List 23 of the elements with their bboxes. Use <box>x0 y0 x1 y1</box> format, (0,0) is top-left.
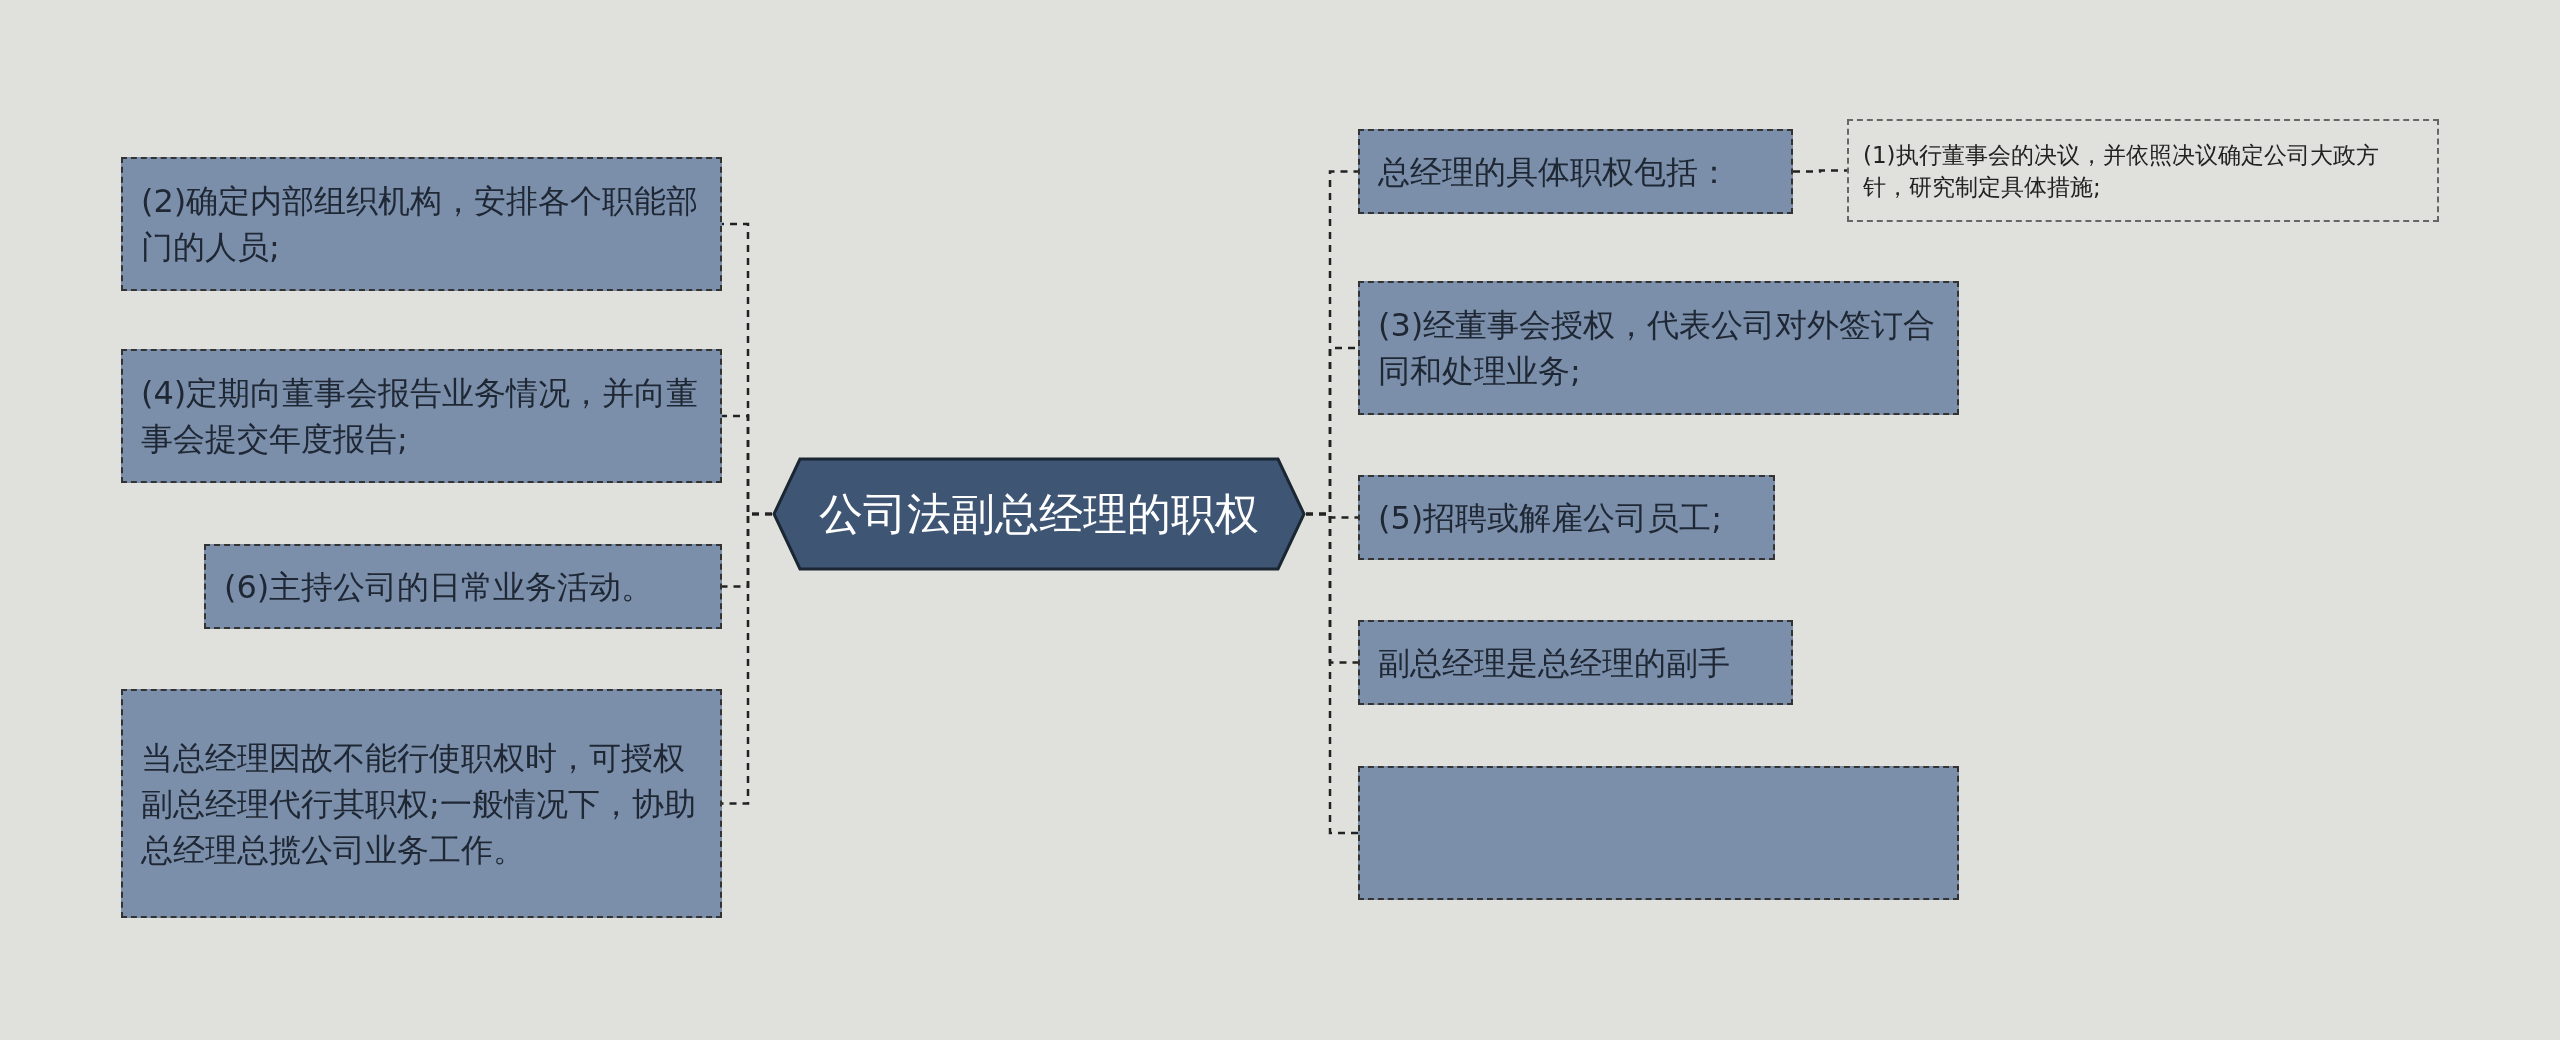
topic-box <box>1358 620 1793 705</box>
topic-text: 总经理的具体职权包括： <box>1378 151 1731 193</box>
topic-box <box>121 349 722 483</box>
connector-line <box>1306 512 1358 835</box>
topic-text: (5)招聘或解雇公司员工; <box>1378 497 1724 539</box>
topic-box <box>204 544 722 629</box>
topic-text: (6)主持公司的日常业务活动。 <box>224 566 655 608</box>
topic-box <box>1358 766 1959 900</box>
topic-box <box>1358 281 1959 415</box>
topic-text: (3)经董事会授权，代表公司对外签订合同和处理业务; <box>1378 305 1937 392</box>
topic-box <box>1847 119 2439 222</box>
topic-text: (1)执行董事会的决议，并依照决议确定公司大政方针，研究制定具体措施; <box>1863 140 2380 202</box>
connector-line <box>1793 169 1847 173</box>
topic-box <box>121 689 722 918</box>
topic-box <box>121 157 722 291</box>
topic-box <box>1358 129 1793 214</box>
topic-text: 公司法副总经理的职权 <box>818 488 1260 540</box>
topic-text: (4)定期向董事会报告业务情况，并向董事会提交年度报告; <box>141 373 700 460</box>
topic-box <box>1358 475 1775 560</box>
topic-text: 当总经理因故不能行使职权时，可授权副总经理代行其职权;一般情况下，协助总经理总揽公司业务工作。 <box>141 737 697 871</box>
central-topic <box>772 457 1306 571</box>
topic-text: (2)确定内部组织机构，安排各个职能部门的人员; <box>141 181 700 268</box>
topic-text: 副总经理是总经理的副手 <box>1378 642 1731 684</box>
